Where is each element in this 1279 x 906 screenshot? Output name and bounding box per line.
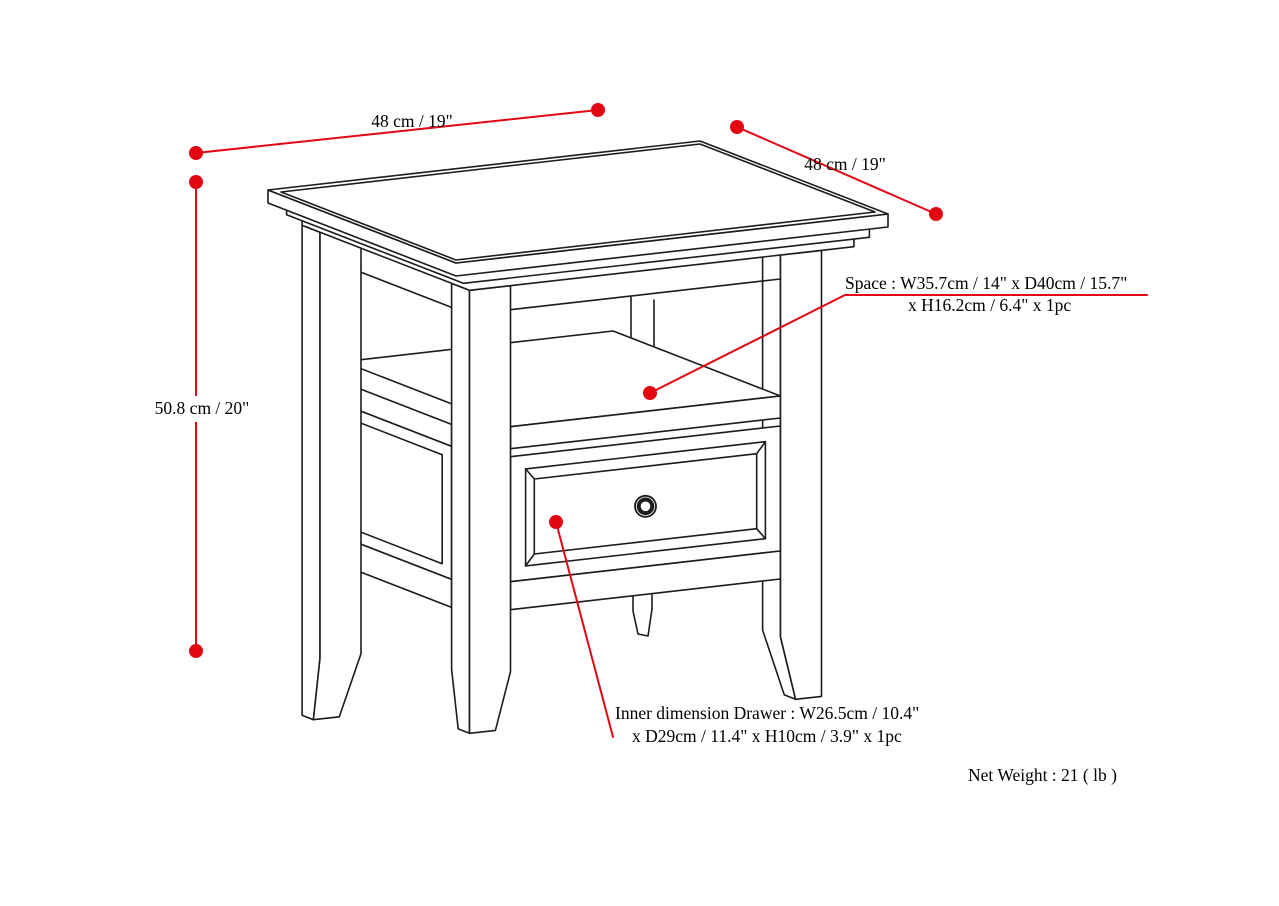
drawer-knob-ring <box>636 497 655 516</box>
width-dot-left <box>189 146 203 160</box>
width-dimension-line <box>195 109 599 154</box>
depth-dimension-label: 48 cm / 19" <box>804 154 886 174</box>
left-leg-front-face <box>312 226 362 721</box>
shelf-space-label-line2: x H16.2cm / 6.4" x 1pc <box>908 295 1071 315</box>
drawer-dimension-label-line1: Inner dimension Drawer : W26.5cm / 10.4" <box>615 703 919 723</box>
front-leg-front-face <box>468 284 512 735</box>
width-dimension-label: 48 cm / 19" <box>371 111 453 131</box>
drawer-callout-dot <box>549 515 563 529</box>
shelf-callout-line <box>649 294 1148 394</box>
front-leg-side-face <box>450 282 471 735</box>
depth-dot-right <box>929 207 943 221</box>
depth-dimension-line <box>736 126 937 215</box>
height-dot-top <box>189 175 203 189</box>
tabletop-surface <box>267 140 889 264</box>
drawer-panel-bevel-lines <box>524 440 767 567</box>
shelf-callout-dot <box>643 386 657 400</box>
dimension-dots <box>189 103 943 658</box>
drawer-dimension-label-line2: x D29cm / 11.4" x H10cm / 3.9" x 1pc <box>632 726 902 746</box>
height-dimension-label: 50.8 cm / 20" <box>155 398 250 418</box>
front-top-rail-line <box>509 278 782 311</box>
drawer-knob-outer <box>634 494 657 518</box>
back-leg-foot <box>632 594 653 637</box>
height-label-background <box>146 396 258 422</box>
height-dot-bottom <box>189 644 203 658</box>
width-dot-right <box>591 103 605 117</box>
drawer-callout-line <box>555 521 614 738</box>
left-leg-outer-face <box>301 224 321 721</box>
shelf-space-label-line1: Space : W35.7cm / 14" x D40cm / 15.7" <box>845 273 1127 293</box>
net-weight-label: Net Weight : 21 ( lb ) <box>968 765 1117 785</box>
tabletop-inner-line <box>280 143 876 261</box>
table-drawing <box>267 140 889 735</box>
depth-dot-left <box>730 120 744 134</box>
back-leg-upper-edges <box>630 296 655 348</box>
